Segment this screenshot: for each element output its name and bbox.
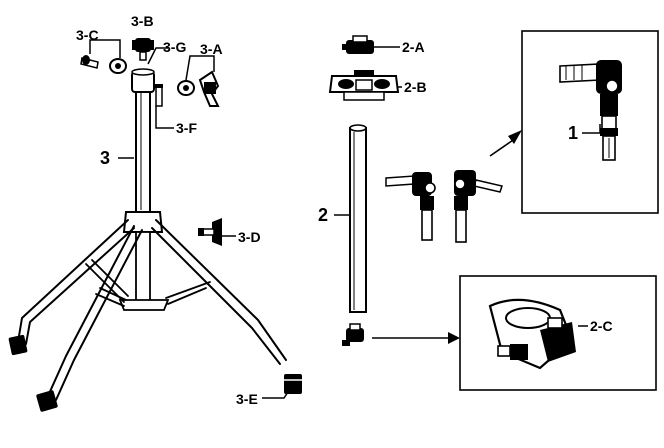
tom-arm-right-part [454, 170, 503, 243]
knob-2a-part [342, 35, 374, 54]
arrow-to-holder-inset [489, 130, 522, 157]
label-2c: 2-C [590, 318, 613, 334]
t-knob-3d-part [198, 218, 222, 246]
label-2a: 2-A [402, 39, 425, 55]
long-tube-2-part [349, 124, 367, 313]
label-2b: 2-B [404, 79, 427, 95]
label-3b: 3-B [131, 13, 154, 29]
tripod-stand [8, 68, 302, 412]
label-3e: 3-E [236, 391, 258, 407]
wing-bolt-3b-part [132, 38, 154, 61]
label-1: 1 [568, 123, 578, 143]
label-3d: 3-D [238, 229, 261, 245]
memory-clamp-2c-part [488, 298, 576, 370]
label-3: 3 [100, 148, 110, 168]
label-3a: 3-A [200, 41, 223, 57]
memory-clamp-small-part [342, 323, 364, 346]
pin-3f-part [155, 84, 163, 107]
tom-holder-1-part [559, 60, 622, 161]
tom-arm-left-part [385, 172, 436, 241]
label-3f: 3-F [176, 120, 197, 136]
label-3c: 3-C [76, 27, 99, 43]
inset-box-clamp [459, 275, 657, 391]
inset-box-holder [521, 30, 659, 214]
label-2: 2 [318, 205, 328, 225]
label-3g: 3-G [163, 39, 186, 55]
screw-washer-3c-part [80, 55, 127, 74]
multi-clamp-2b-part [328, 70, 400, 101]
leader-lines [89, 39, 601, 399]
arrow-to-clamp-inset [372, 332, 460, 344]
wingnut-3a-part [177, 70, 220, 107]
